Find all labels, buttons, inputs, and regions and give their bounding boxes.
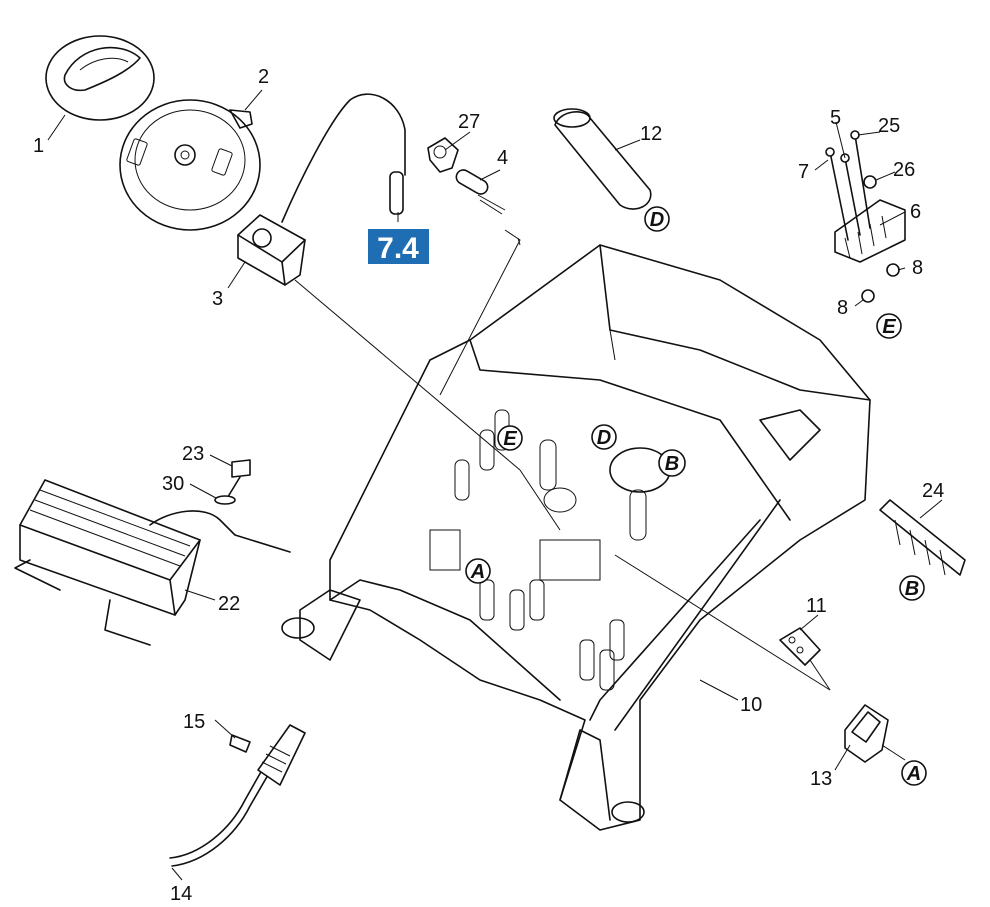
marker-b-strip: B xyxy=(899,575,925,601)
svg-text:E: E xyxy=(882,316,896,338)
connection-markers: A A B B D D E E xyxy=(465,206,927,786)
label-14: 14 xyxy=(170,883,192,905)
svg-text:D: D xyxy=(597,427,611,449)
marker-b-housing: B xyxy=(658,449,686,477)
label-22: 22 xyxy=(218,593,240,615)
sleeve-part-4 xyxy=(455,169,506,215)
sensor-cable xyxy=(281,93,406,223)
part-labels: 1 2 3 4 5 6 7 8 8 10 11 12 13 14 15 22 2… xyxy=(33,66,944,905)
leader-lines xyxy=(47,89,943,881)
sensor-probe xyxy=(389,171,404,215)
label-11: 11 xyxy=(806,595,827,617)
svg-text:D: D xyxy=(650,209,664,231)
label-10: 10 xyxy=(740,694,762,716)
capacitor-part-12 xyxy=(553,108,652,210)
washer-part-30 xyxy=(214,495,236,505)
marker-e-housing: E xyxy=(497,425,523,451)
cap-part-1 xyxy=(45,35,155,121)
label-2: 2 xyxy=(258,66,269,88)
connector-part-27 xyxy=(427,137,459,173)
label-3: 3 xyxy=(212,288,223,310)
marker-d-cylinder: D xyxy=(644,206,670,232)
marker-e-bracket: E xyxy=(876,313,902,339)
reference-badge-7-4[interactable]: 7.4 xyxy=(368,229,429,265)
bolt-part-23 xyxy=(225,459,251,501)
label-1: 1 xyxy=(33,135,44,157)
svg-text:E: E xyxy=(503,428,517,450)
dial-plate-part-2 xyxy=(119,99,261,231)
transformer-leads xyxy=(149,510,291,553)
label-27: 27 xyxy=(458,111,480,133)
label-7: 7 xyxy=(798,161,809,183)
cord-bushing-part-15 xyxy=(229,734,251,753)
svg-text:A: A xyxy=(906,763,921,785)
label-15: 15 xyxy=(183,711,205,733)
marker-a-housing: A xyxy=(465,558,491,584)
marker-d-housing: D xyxy=(591,424,617,450)
svg-text:B: B xyxy=(905,578,919,600)
svg-text:B: B xyxy=(665,453,679,475)
label-24: 24 xyxy=(922,480,944,502)
label-6: 6 xyxy=(910,201,921,223)
label-13: 13 xyxy=(810,768,832,790)
label-5: 5 xyxy=(830,107,841,129)
marker-a-switch: A xyxy=(901,760,927,786)
transformer-part-22 xyxy=(14,479,201,646)
terminal-bracket-part-6 xyxy=(834,199,906,263)
label-23: 23 xyxy=(182,443,204,465)
label-25: 25 xyxy=(878,115,900,137)
label-30: 30 xyxy=(162,473,184,495)
terminal-strip-part-24 xyxy=(879,499,966,576)
nuts xyxy=(861,175,900,303)
label-26: 26 xyxy=(893,159,915,181)
housing-part-10 xyxy=(281,244,871,831)
svg-text:A: A xyxy=(470,561,485,583)
power-cord-part-14 xyxy=(169,724,306,867)
switch-unit-part-3 xyxy=(237,214,306,286)
label-8a: 8 xyxy=(912,257,923,279)
label-12: 12 xyxy=(640,123,662,145)
terminal-block-part-11 xyxy=(779,627,821,666)
label-8b: 8 xyxy=(837,297,848,319)
reference-badge-label: 7.4 xyxy=(377,232,419,265)
rocker-switch-part-13 xyxy=(844,704,889,763)
label-4: 4 xyxy=(497,147,508,169)
